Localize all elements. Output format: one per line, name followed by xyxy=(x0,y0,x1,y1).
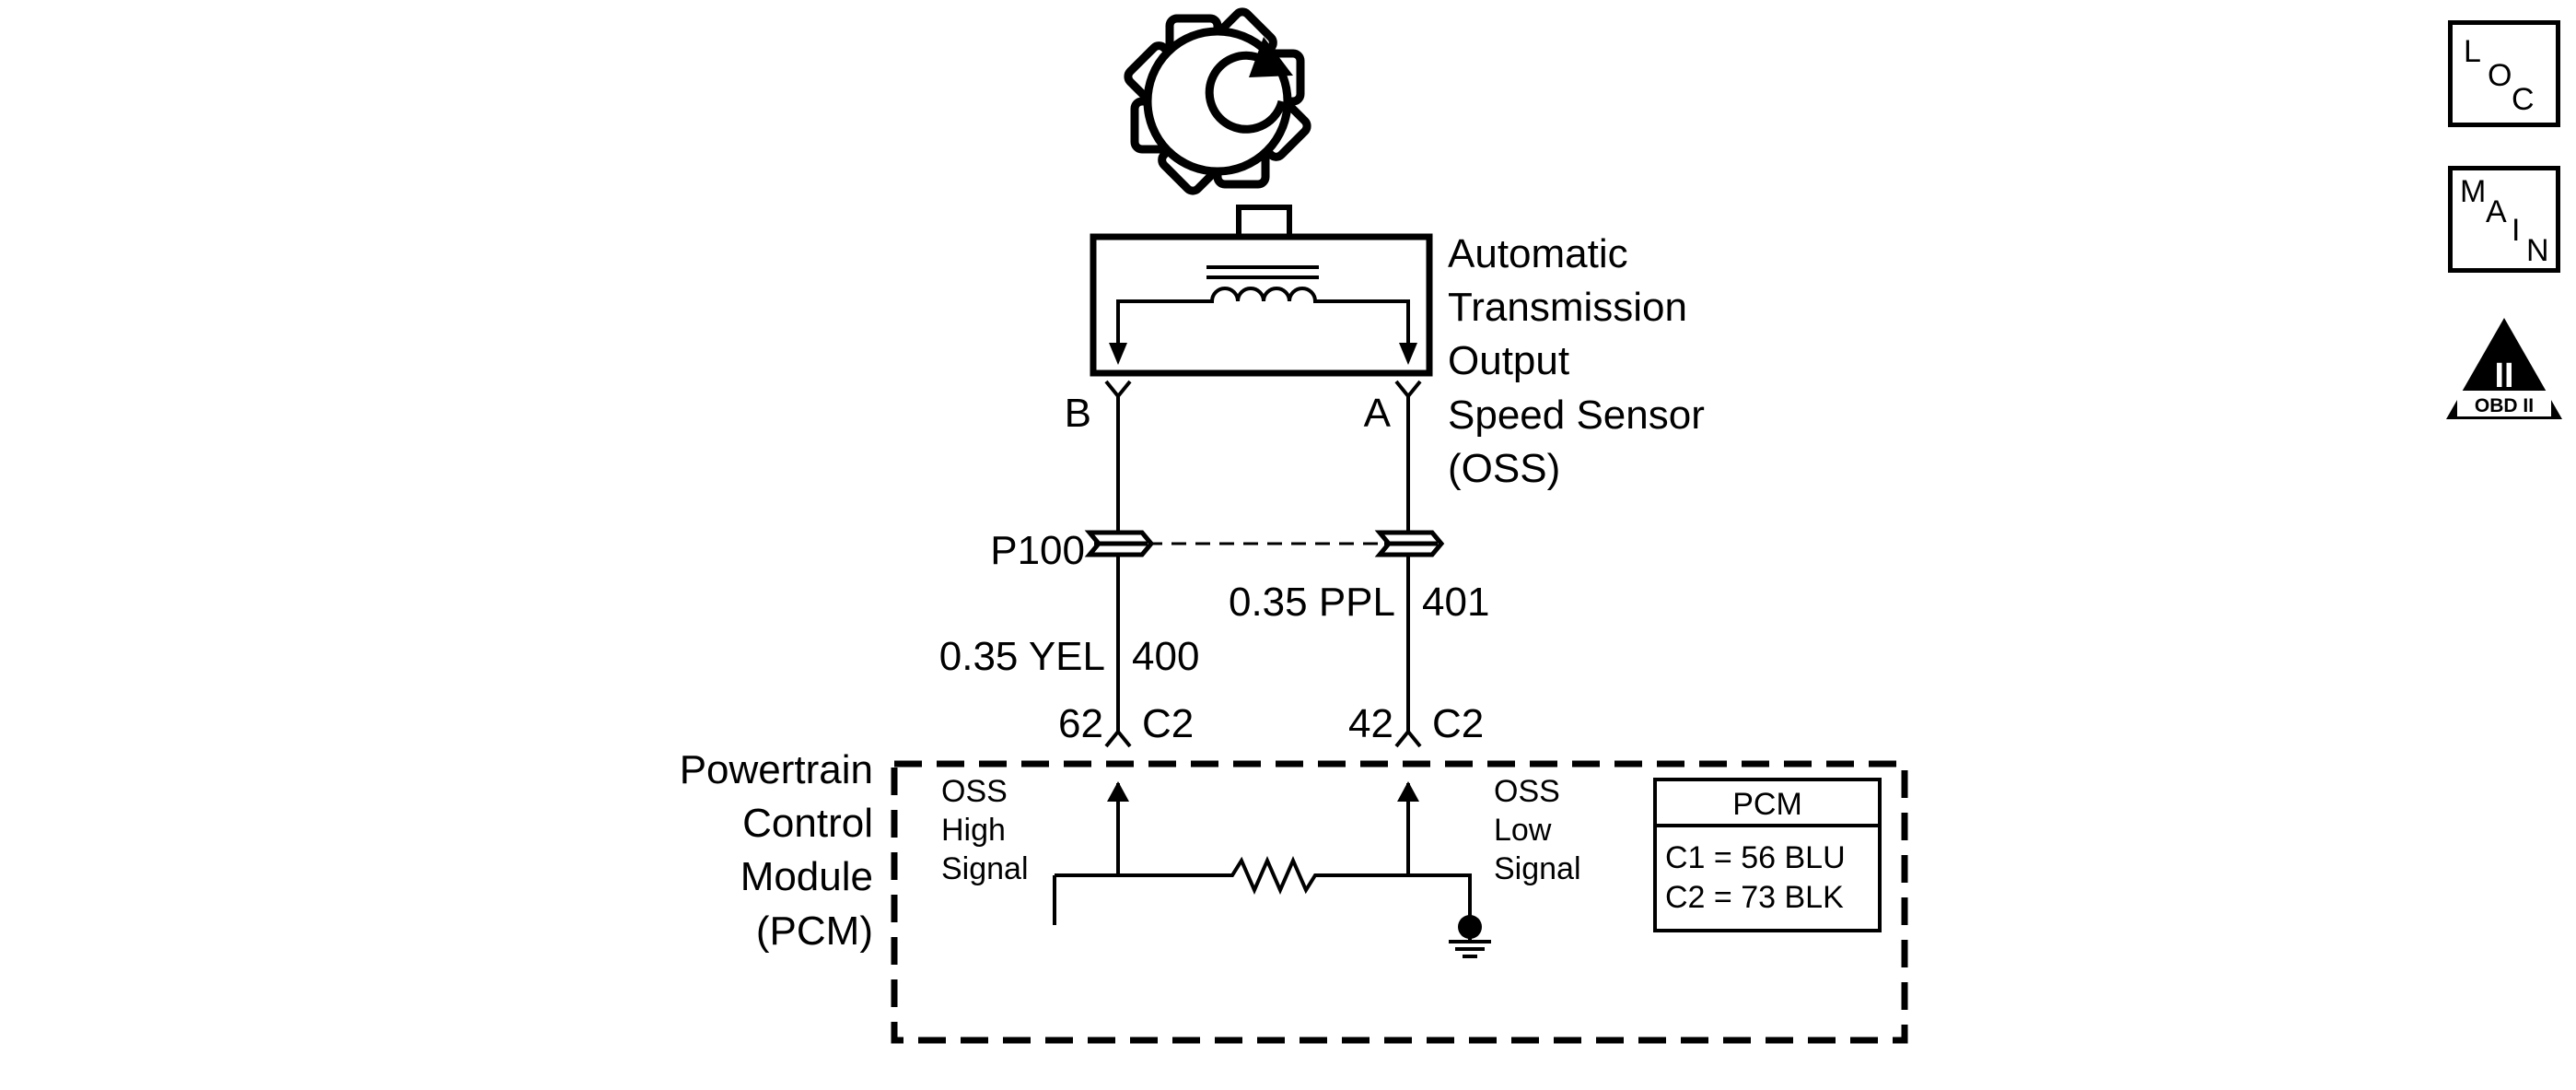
svg-text:C2 = 73 BLK: C2 = 73 BLK xyxy=(1665,880,1844,915)
svg-text:OSS: OSS xyxy=(1494,774,1560,809)
pin-right-connector: C2 xyxy=(1432,701,1484,746)
loc-button[interactable]: L O C xyxy=(2448,20,2560,127)
connector-label: P100 xyxy=(990,528,1085,573)
main-letter-n: N xyxy=(2526,233,2549,268)
coil-icon xyxy=(1116,287,1410,343)
main-letter-a: A xyxy=(2486,194,2507,229)
svg-text:Automatic: Automatic xyxy=(1448,231,1628,276)
terminal-a-label: A xyxy=(1364,391,1392,436)
main-button[interactable]: M A I N xyxy=(2448,166,2560,273)
inline-connector-p100 xyxy=(1084,530,1445,557)
rotation-arrow-icon xyxy=(1205,37,1293,134)
svg-text:Control: Control xyxy=(742,801,873,846)
svg-text:Module: Module xyxy=(740,854,873,899)
svg-text:Transmission: Transmission xyxy=(1448,285,1687,330)
ground-dot-icon xyxy=(1458,915,1482,939)
pcm-legend: PCM C1 = 56 BLU C2 = 73 BLK xyxy=(1653,778,1882,932)
svg-text:OBD II: OBD II xyxy=(2475,395,2534,416)
high-signal-label: OSS High Signal xyxy=(941,774,1029,886)
svg-text:Speed Sensor: Speed Sensor xyxy=(1448,393,1705,438)
loc-letter-o: O xyxy=(2488,58,2512,93)
svg-text:Output: Output xyxy=(1448,338,1569,383)
sensor-name: Automatic Transmission Output Speed Sens… xyxy=(1448,231,1705,491)
loc-letter-c: C xyxy=(2512,82,2535,117)
pcm-pin-left xyxy=(1104,728,1132,748)
svg-text:PCM: PCM xyxy=(1732,787,1802,822)
resistor-icon xyxy=(1055,856,1472,917)
pcm-internal-circuit xyxy=(1053,783,1491,958)
svg-text:(OSS): (OSS) xyxy=(1448,446,1560,491)
low-signal-label: OSS Low Signal xyxy=(1494,774,1581,886)
terminal-b-pin xyxy=(1104,380,1132,400)
terminal-b-label: B xyxy=(1065,391,1091,436)
pin-left-connector: C2 xyxy=(1142,701,1194,746)
svg-text:Signal: Signal xyxy=(1494,851,1581,886)
speed-sensor xyxy=(1090,205,1433,377)
pcm-pin-right xyxy=(1394,728,1422,748)
terminal-a-pin xyxy=(1394,380,1422,400)
svg-text:Low: Low xyxy=(1494,813,1552,848)
wire-left-circuit: 400 xyxy=(1132,634,1199,679)
pin-left-number: 62 xyxy=(1058,701,1103,746)
pin-right-number: 42 xyxy=(1348,701,1393,746)
svg-text:II: II xyxy=(2494,357,2513,395)
svg-text:Signal: Signal xyxy=(941,851,1029,886)
reluctor-wheel-icon xyxy=(1124,7,1311,195)
main-letter-m: M xyxy=(2460,174,2487,209)
loc-letter-l: L xyxy=(2464,34,2481,69)
svg-text:High: High xyxy=(941,813,1006,848)
svg-text:OSS: OSS xyxy=(941,774,1008,809)
svg-text:(PCM): (PCM) xyxy=(756,908,873,954)
wire-right-circuit: 401 xyxy=(1422,580,1489,625)
module-name: Powertrain Control Module (PCM) xyxy=(680,747,873,954)
pcm-boundary xyxy=(891,760,1908,1044)
svg-text:Powertrain: Powertrain xyxy=(680,747,873,792)
svg-text:C1 = 56 BLU: C1 = 56 BLU xyxy=(1665,840,1846,875)
wire-right-color: 0.35 PPL xyxy=(1229,580,1395,625)
main-letter-i: I xyxy=(2512,213,2521,248)
wire-left-color: 0.35 YEL xyxy=(939,634,1105,679)
obd-ii-icon[interactable]: II OBD II xyxy=(2446,318,2562,419)
